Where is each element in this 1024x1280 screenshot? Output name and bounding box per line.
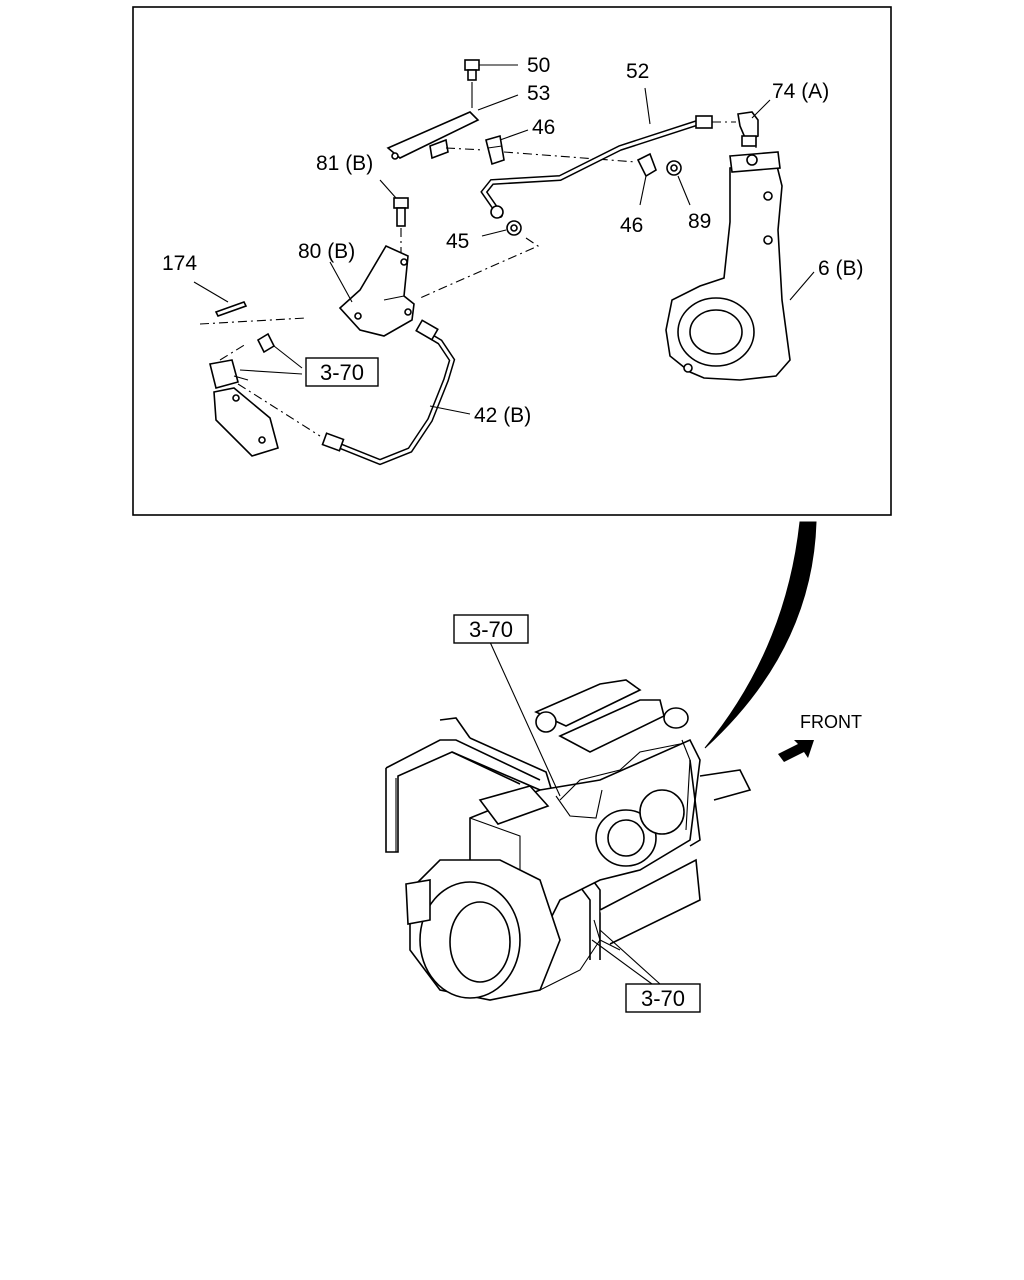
bolt-81 [379, 179, 409, 258]
ref-label-1: 3-70 [320, 360, 364, 385]
pin-174 [193, 281, 307, 325]
bolt-50 [464, 59, 518, 81]
front-label: FRONT [800, 712, 862, 732]
callout-6: 6 (B) [818, 257, 864, 280]
clamp-46-upper [485, 129, 637, 166]
ref-leader-3b [591, 939, 653, 985]
bracket-80 [329, 244, 415, 337]
callout-81: 81 (B) [316, 152, 373, 175]
connector-arrow [704, 521, 817, 749]
callout-89: 89 [688, 210, 711, 233]
nut-45 [419, 220, 540, 299]
callout-80: 80 (B) [298, 240, 355, 263]
ref-box-3[interactable] [625, 983, 701, 1013]
front-arrow-icon [778, 740, 814, 762]
fitting-assembly [209, 332, 303, 457]
ref-label-2: 3-70 [469, 617, 513, 642]
callout-46-lower: 46 [620, 214, 643, 237]
callout-50: 50 [527, 54, 550, 77]
hose-42 [237, 319, 471, 466]
ref-leader-3a [599, 929, 661, 985]
callout-174: 174 [162, 252, 197, 275]
callout-74: 74 (A) [772, 80, 829, 103]
detail-frame [132, 6, 892, 516]
inlet-pipe-6 [665, 136, 815, 381]
callout-46-upper: 46 [532, 116, 555, 139]
fitting-74 [737, 99, 771, 147]
ref-label-3: 3-70 [641, 986, 685, 1011]
callout-45: 45 [446, 230, 469, 253]
ref-box-2[interactable] [453, 614, 529, 644]
pipe-52 [480, 87, 736, 219]
bracket-53 [386, 82, 519, 160]
callout-42: 42 (B) [474, 404, 531, 427]
engine-overview [385, 679, 752, 1001]
clip-46-lower [636, 152, 657, 206]
ref-leader-2 [489, 641, 561, 797]
callout-53: 53 [527, 82, 550, 105]
ref-box-1[interactable] [305, 357, 379, 387]
nut-89 [666, 160, 691, 206]
callout-52: 52 [626, 60, 649, 83]
